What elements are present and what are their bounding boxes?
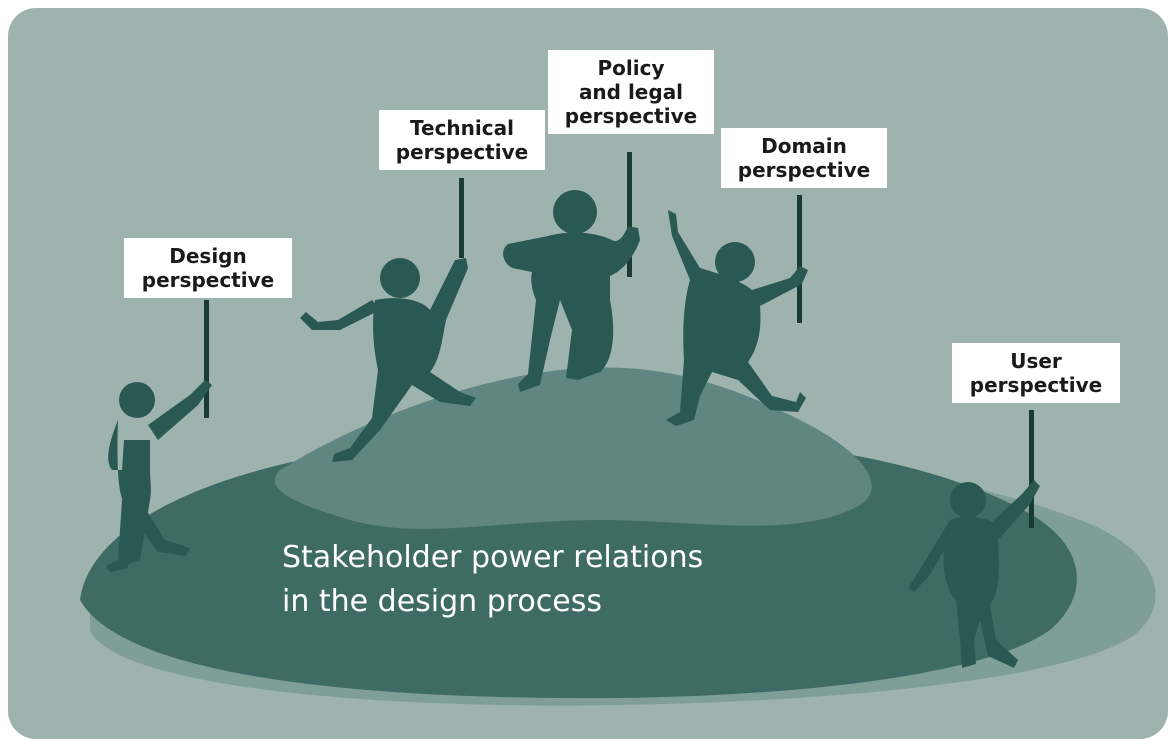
caption-line-1: Stakeholder power relations	[282, 540, 704, 575]
policy-legal-perspective-sign: Policy and legal perspective	[548, 50, 714, 134]
policy-sign-line-3: perspective	[564, 104, 698, 128]
domain-sign-line-1: Domain	[761, 134, 847, 158]
design-sign-line-2: perspective	[141, 268, 275, 292]
policy-sign-post	[627, 152, 632, 277]
design-sign-line-1: Design	[169, 244, 247, 268]
caption-line-2: in the design process	[282, 584, 602, 619]
design-sign-post	[204, 300, 209, 418]
design-stakeholder-figure	[106, 380, 212, 572]
domain-sign-line-2: perspective	[737, 158, 871, 182]
domain-perspective-sign: Domain perspective	[721, 128, 887, 188]
technical-perspective-sign: Technical perspective	[379, 110, 545, 170]
domain-stakeholder-figure	[666, 210, 808, 426]
technical-stakeholder-figure	[300, 258, 476, 462]
technical-sign-line-1: Technical	[410, 116, 514, 140]
policy-sign-line-1: Policy	[597, 56, 665, 80]
policy-sign-line-2: and legal	[578, 80, 684, 104]
technical-sign-line-2: perspective	[395, 140, 529, 164]
policy-stakeholder-figure	[503, 190, 640, 392]
user-sign-line-2: perspective	[969, 373, 1103, 397]
user-stakeholder-figure	[908, 480, 1040, 668]
user-perspective-sign: User perspective	[952, 343, 1120, 403]
user-sign-post	[1029, 410, 1034, 528]
domain-sign-post	[797, 195, 802, 323]
design-perspective-sign: Design perspective	[124, 238, 292, 298]
user-sign-line-1: User	[1010, 349, 1062, 373]
hill-caption: Stakeholder power relations in the desig…	[282, 536, 703, 624]
technical-sign-post	[459, 178, 464, 258]
hill-plateau	[274, 367, 872, 529]
sign-posts	[204, 152, 1034, 528]
